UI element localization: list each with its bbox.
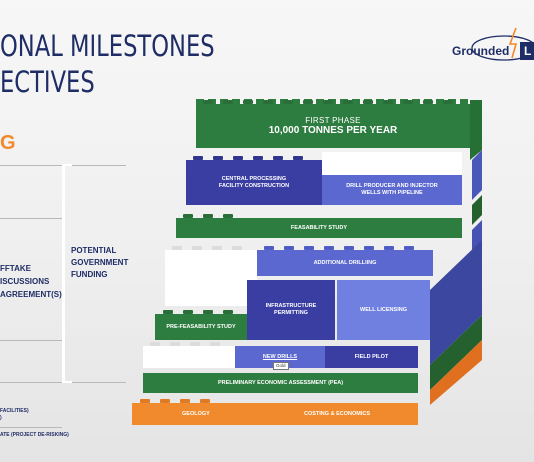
logo-text: Grounded	[452, 44, 510, 58]
white-filler-brick-low	[143, 346, 235, 368]
foundation-brick: GEOLOGY COSTING & ECONOMICS	[132, 403, 418, 425]
central-processing-brick: CENTRAL PROCESSING FACILITY CONSTRUCTION	[186, 160, 322, 205]
white-filler-brick-mid	[165, 250, 257, 306]
white-filler-brick-top	[322, 152, 462, 175]
bracket-bottom	[62, 381, 72, 383]
divider-line-3	[0, 340, 64, 341]
geology-label: GEOLOGY	[182, 410, 210, 417]
drill-producer-brick: DRILL PRODUCER AND INJECTOR WELLS WITH P…	[322, 175, 462, 205]
title-line-2: ECTIVES	[0, 65, 95, 99]
logo-letter: L	[520, 42, 534, 60]
additional-drilling-brick: ADDITIONAL DRILLIING	[257, 250, 433, 276]
pre-feasibility-study-brick: PRE-FEASABILITY STUDY	[155, 314, 247, 340]
divider-line-5	[0, 427, 62, 428]
bracket-vertical	[62, 165, 65, 383]
bracket-top	[62, 164, 72, 166]
small-label-1: FACILITIES)	[0, 408, 29, 414]
funding-label: POTENTIAL GOVERNMENT FUNDING	[71, 246, 129, 279]
infrastructure-permitting-brick: INFRASTRUCTURE PERMITTING	[247, 280, 335, 340]
new-drills-brick: NEW DRILLS	[235, 346, 325, 368]
divider-line-2	[0, 218, 64, 219]
costing-label: COSTING & ECONOMICS	[304, 410, 371, 417]
orange-heading-fragment: G	[0, 132, 16, 154]
field-pilot-brick: FIELD PILOT	[325, 346, 418, 368]
first-phase-brick: FIRST PHASE 10,000 TONNES PER YEAR	[196, 99, 470, 148]
logo-swirl-icon	[471, 27, 534, 61]
gold-badge: Gold	[273, 362, 289, 370]
pea-brick: PRELIMINARY ECONOMIC ASSESSMENT (PEA)	[143, 373, 418, 393]
small-label-2: )	[0, 415, 2, 421]
feasibility-study-brick: FEASABILITY STUDY	[176, 218, 462, 238]
stack-side-faces	[430, 100, 482, 405]
offtake-label: FFTAKE ISCUSSIONS AGREEMENT(S)	[0, 264, 62, 299]
first-phase-value: 10,000 TONNES PER YEAR	[268, 125, 398, 136]
small-label-3: ATE (PROJECT DE-RISKING)	[0, 432, 69, 438]
well-licensing-brick: WELL LICENSING	[337, 280, 430, 340]
first-phase-label: FIRST PHASE	[305, 116, 361, 125]
